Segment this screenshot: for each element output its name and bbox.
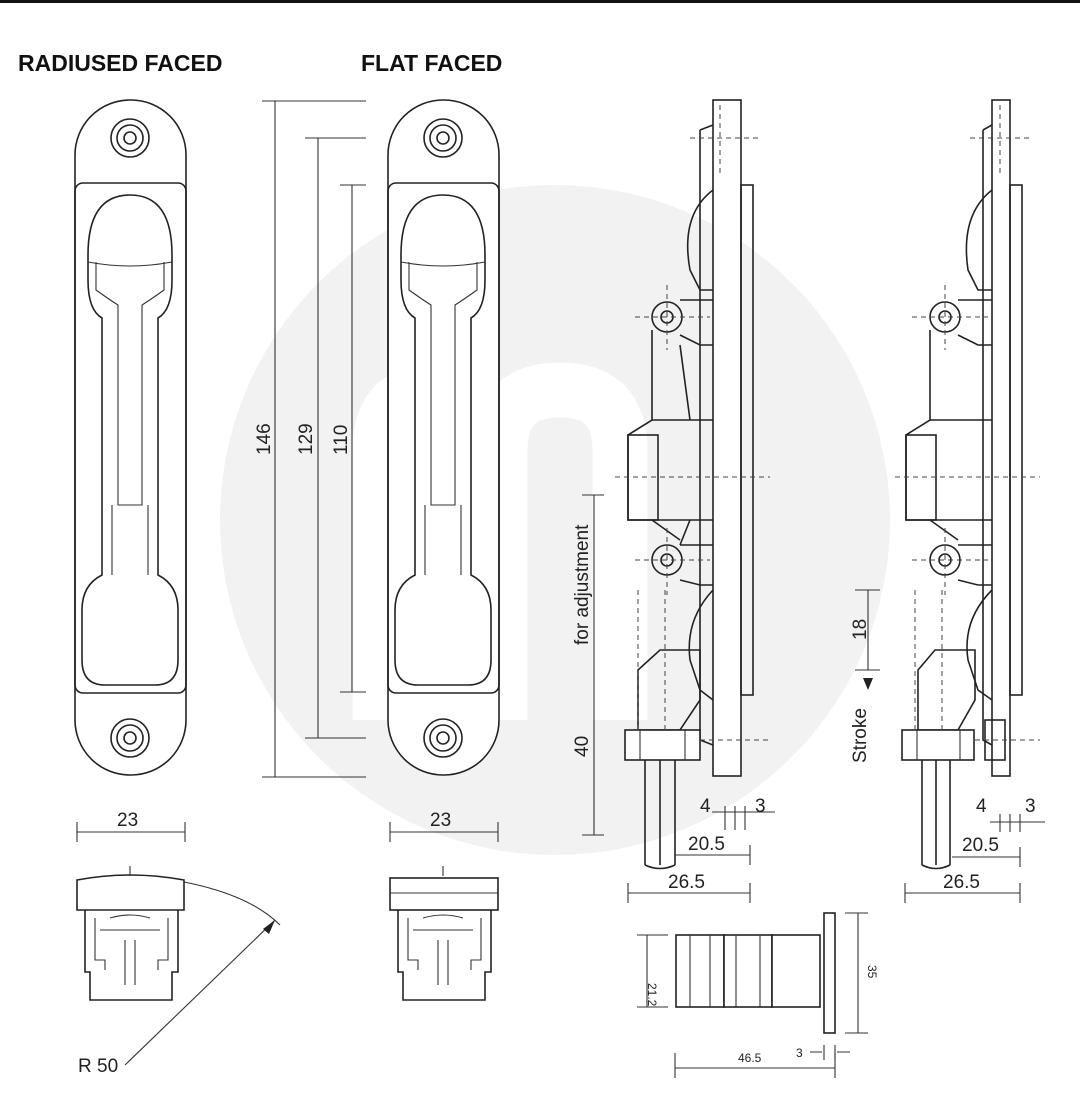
watermark-logo bbox=[220, 185, 890, 855]
side-b-base-dim: 26.5 bbox=[943, 872, 980, 893]
stroke-label: Stroke bbox=[850, 708, 871, 763]
keeper-plate-label: 3 bbox=[796, 1046, 803, 1060]
vertical-dimensions bbox=[262, 100, 366, 778]
flat-end-view bbox=[389, 866, 499, 1001]
flat-faced-title: FLAT FACED bbox=[361, 50, 502, 76]
side-b-left-dim: 4 bbox=[976, 796, 987, 817]
side-b-right-dim: 3 bbox=[1025, 796, 1036, 817]
radiused-end-view bbox=[76, 866, 281, 1066]
radius-label: R 50 bbox=[78, 1056, 118, 1077]
side-view-a bbox=[582, 99, 775, 903]
top-edge-bar bbox=[0, 0, 1080, 3]
flat-front-view bbox=[387, 99, 500, 776]
adjustment-label: for adjustment bbox=[572, 524, 593, 645]
stroke-value: 18 bbox=[850, 619, 871, 640]
overall-length-label: 146 bbox=[254, 423, 275, 455]
radiused-width-label: 23 bbox=[117, 810, 138, 831]
side-a-mid-dim: 20.5 bbox=[688, 834, 725, 855]
side-a-left-dim: 4 bbox=[700, 796, 711, 817]
radiused-front-view bbox=[74, 99, 187, 776]
width-dimensions bbox=[76, 822, 499, 842]
keeper-drawing bbox=[637, 912, 868, 1078]
fixing-centres-label: 129 bbox=[296, 423, 317, 455]
radiused-faced-title: RADIUSED FACED bbox=[18, 50, 222, 76]
side-b-mid-dim: 20.5 bbox=[962, 835, 999, 856]
keeper-diameter-label: 21.2 bbox=[645, 983, 659, 1007]
recess-length-label: 110 bbox=[331, 425, 352, 455]
keeper-length-label: 46.5 bbox=[738, 1051, 762, 1065]
keeper-height-label: 35 bbox=[865, 965, 879, 979]
flat-width-label: 23 bbox=[430, 810, 451, 831]
adjustment-value: 40 bbox=[572, 736, 593, 757]
side-a-right-dim: 3 bbox=[755, 796, 766, 817]
side-view-b bbox=[855, 99, 1045, 903]
side-a-base-dim: 26.5 bbox=[668, 872, 705, 893]
